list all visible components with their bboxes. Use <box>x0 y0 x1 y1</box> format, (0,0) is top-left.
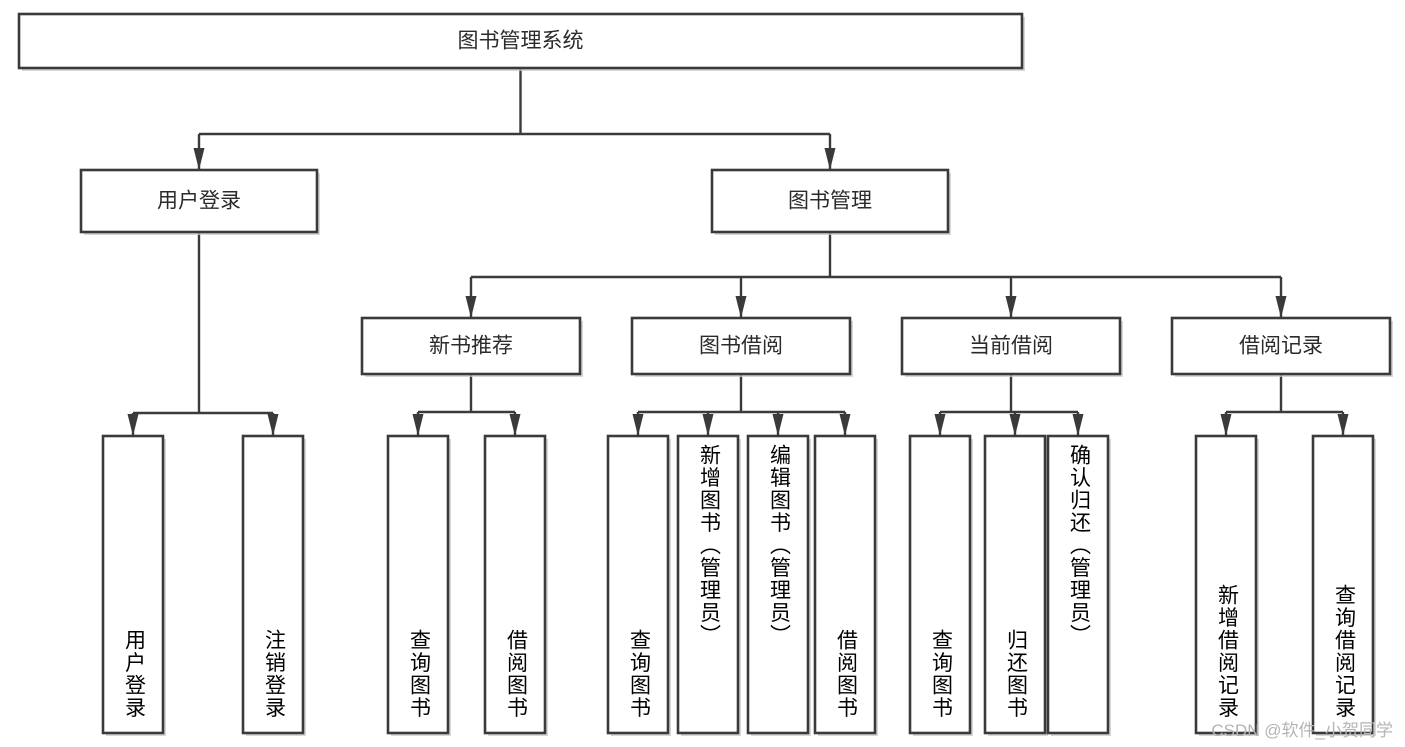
node-label-wrap: 查询图书 <box>910 436 970 733</box>
nodes-layer: 图书管理系统用户登录图书管理新书推荐图书借阅当前借阅借阅记录用户登录注销登录查询… <box>17 12 1393 736</box>
node-leaf-add-record[interactable]: 新增借阅记录 <box>1194 434 1259 736</box>
node-leaf-borrow-book-2[interactable]: 借阅图书 <box>813 434 878 736</box>
node-label-wrap: 查询图书 <box>388 436 448 733</box>
node-leaf-query-book-1[interactable]: 查询图书 <box>386 434 451 736</box>
node-box <box>1194 434 1258 735</box>
node-label: 确认归还（管理员） <box>1067 444 1091 647</box>
node-label: 新书推荐 <box>429 335 513 358</box>
node-root[interactable]: 图书管理系统 <box>17 12 1025 71</box>
node-label-wrap: 新增图书（管理员） <box>678 436 738 733</box>
node-label: 用户登录 <box>122 629 146 719</box>
node-label-wrap: 借阅图书 <box>815 436 875 733</box>
node-box <box>746 434 810 735</box>
node-leaf-return-book[interactable]: 归还图书 <box>983 434 1048 736</box>
node-box <box>908 434 972 735</box>
node-book-manage[interactable]: 图书管理 <box>710 168 951 235</box>
node-box <box>17 12 1024 70</box>
node-label: 归还图书 <box>1004 629 1028 719</box>
node-label: 图书借阅 <box>699 335 783 358</box>
node-label: 查询图书 <box>627 629 651 719</box>
node-user-login[interactable]: 用户登录 <box>79 168 320 235</box>
node-box <box>360 316 582 376</box>
node-label: 注销登录 <box>262 629 286 719</box>
node-box <box>676 434 740 735</box>
node-leaf-add-book[interactable]: 新增图书（管理员） <box>676 434 741 736</box>
node-box <box>79 168 319 234</box>
node-label-wrap: 用户登录 <box>103 436 163 733</box>
node-label: 查询图书 <box>929 629 953 719</box>
node-label: 新增借阅记录 <box>1215 584 1239 719</box>
node-box <box>813 434 877 735</box>
node-box <box>1311 434 1375 735</box>
node-current-borrow[interactable]: 当前借阅 <box>900 316 1123 377</box>
node-box <box>630 316 852 376</box>
node-leaf-query-record[interactable]: 查询借阅记录 <box>1311 434 1376 736</box>
node-borrow-record[interactable]: 借阅记录 <box>1170 316 1393 377</box>
node-label-wrap: 借阅图书 <box>485 436 545 733</box>
node-box <box>386 434 450 735</box>
node-label: 图书管理系统 <box>458 30 584 53</box>
node-leaf-query-book-2[interactable]: 查询图书 <box>606 434 671 736</box>
node-box <box>900 316 1122 376</box>
node-label-wrap: 编辑图书（管理员） <box>748 436 808 733</box>
node-leaf-user-login[interactable]: 用户登录 <box>101 434 166 736</box>
node-box <box>983 434 1047 735</box>
node-label-wrap: 归还图书 <box>985 436 1045 733</box>
node-box <box>710 168 950 234</box>
node-label: 用户登录 <box>157 190 241 213</box>
node-leaf-confirm-return[interactable]: 确认归还（管理员） <box>1046 434 1111 736</box>
node-leaf-user-logout[interactable]: 注销登录 <box>241 434 306 736</box>
node-box <box>483 434 547 735</box>
node-label: 借阅记录 <box>1239 335 1323 358</box>
node-label: 借阅图书 <box>834 629 858 719</box>
node-leaf-query-book-3[interactable]: 查询图书 <box>908 434 973 736</box>
node-label-wrap: 查询图书 <box>608 436 668 733</box>
node-box <box>101 434 165 735</box>
node-leaf-borrow-book-1[interactable]: 借阅图书 <box>483 434 548 736</box>
node-label-wrap: 查询借阅记录 <box>1313 436 1373 733</box>
node-label-wrap: 新增借阅记录 <box>1196 436 1256 733</box>
node-leaf-edit-book[interactable]: 编辑图书（管理员） <box>746 434 811 736</box>
node-label: 借阅图书 <box>504 629 528 719</box>
node-label: 查询借阅记录 <box>1332 584 1356 719</box>
node-label: 查询图书 <box>407 629 431 719</box>
node-label: 当前借阅 <box>969 335 1053 358</box>
node-book-borrow[interactable]: 图书借阅 <box>630 316 853 377</box>
edges-layer <box>127 68 1349 436</box>
node-new-book-rec[interactable]: 新书推荐 <box>360 316 583 377</box>
node-label: 图书管理 <box>788 190 872 213</box>
node-label: 新增图书（管理员） <box>697 444 721 647</box>
node-label-wrap: 确认归还（管理员） <box>1048 436 1108 733</box>
node-box <box>606 434 670 735</box>
node-box <box>241 434 305 735</box>
node-box <box>1046 434 1110 735</box>
node-box <box>1170 316 1392 376</box>
node-label: 编辑图书（管理员） <box>767 444 791 647</box>
node-label-wrap: 注销登录 <box>243 436 303 733</box>
